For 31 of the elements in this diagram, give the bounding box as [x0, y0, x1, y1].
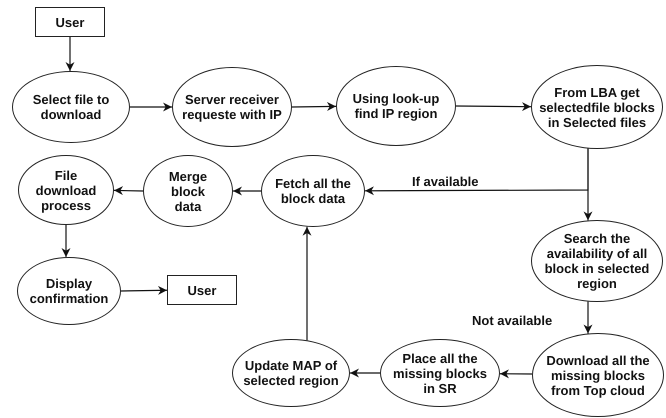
arrow — [292, 102, 336, 111]
arrow — [456, 102, 531, 112]
actor-box — [35, 7, 105, 37]
arrow — [130, 102, 172, 112]
node-label: Update MAP of selected region — [242, 358, 340, 388]
arrow — [233, 186, 261, 196]
arrow — [120, 286, 167, 295]
arrow — [584, 302, 592, 334]
actor-box — [167, 275, 237, 305]
node-label: Select file to download — [32, 92, 110, 122]
node-label: Download all the missing blocks from Top cloud — [545, 352, 651, 398]
node-label: Server receiver requeste with IP — [181, 92, 283, 122]
edge-label: If available — [412, 174, 478, 189]
node-label: Display confirmation — [28, 276, 110, 306]
arrow — [350, 368, 380, 378]
node-label: File download process — [34, 168, 98, 212]
arrow — [584, 148, 592, 220]
node-label: Merge block data — [168, 168, 208, 214]
edge-label: Not available — [472, 313, 552, 328]
node-label: User — [56, 14, 84, 30]
arrow — [302, 226, 312, 340]
arrow — [500, 369, 532, 378]
node-label: Using look-up find IP region — [352, 91, 440, 121]
node-label: From LBA get selectedfile blocks in Selected files — [538, 84, 656, 130]
arrow — [114, 186, 144, 196]
arrow — [66, 37, 74, 71]
node-label: User — [188, 282, 216, 298]
node-label: Search the availability of all block in selected region — [544, 231, 650, 291]
node-label: Fetch all the block data — [274, 176, 352, 206]
node-label: Place all the missing blocks in SR — [392, 350, 488, 396]
arrow — [62, 225, 70, 258]
